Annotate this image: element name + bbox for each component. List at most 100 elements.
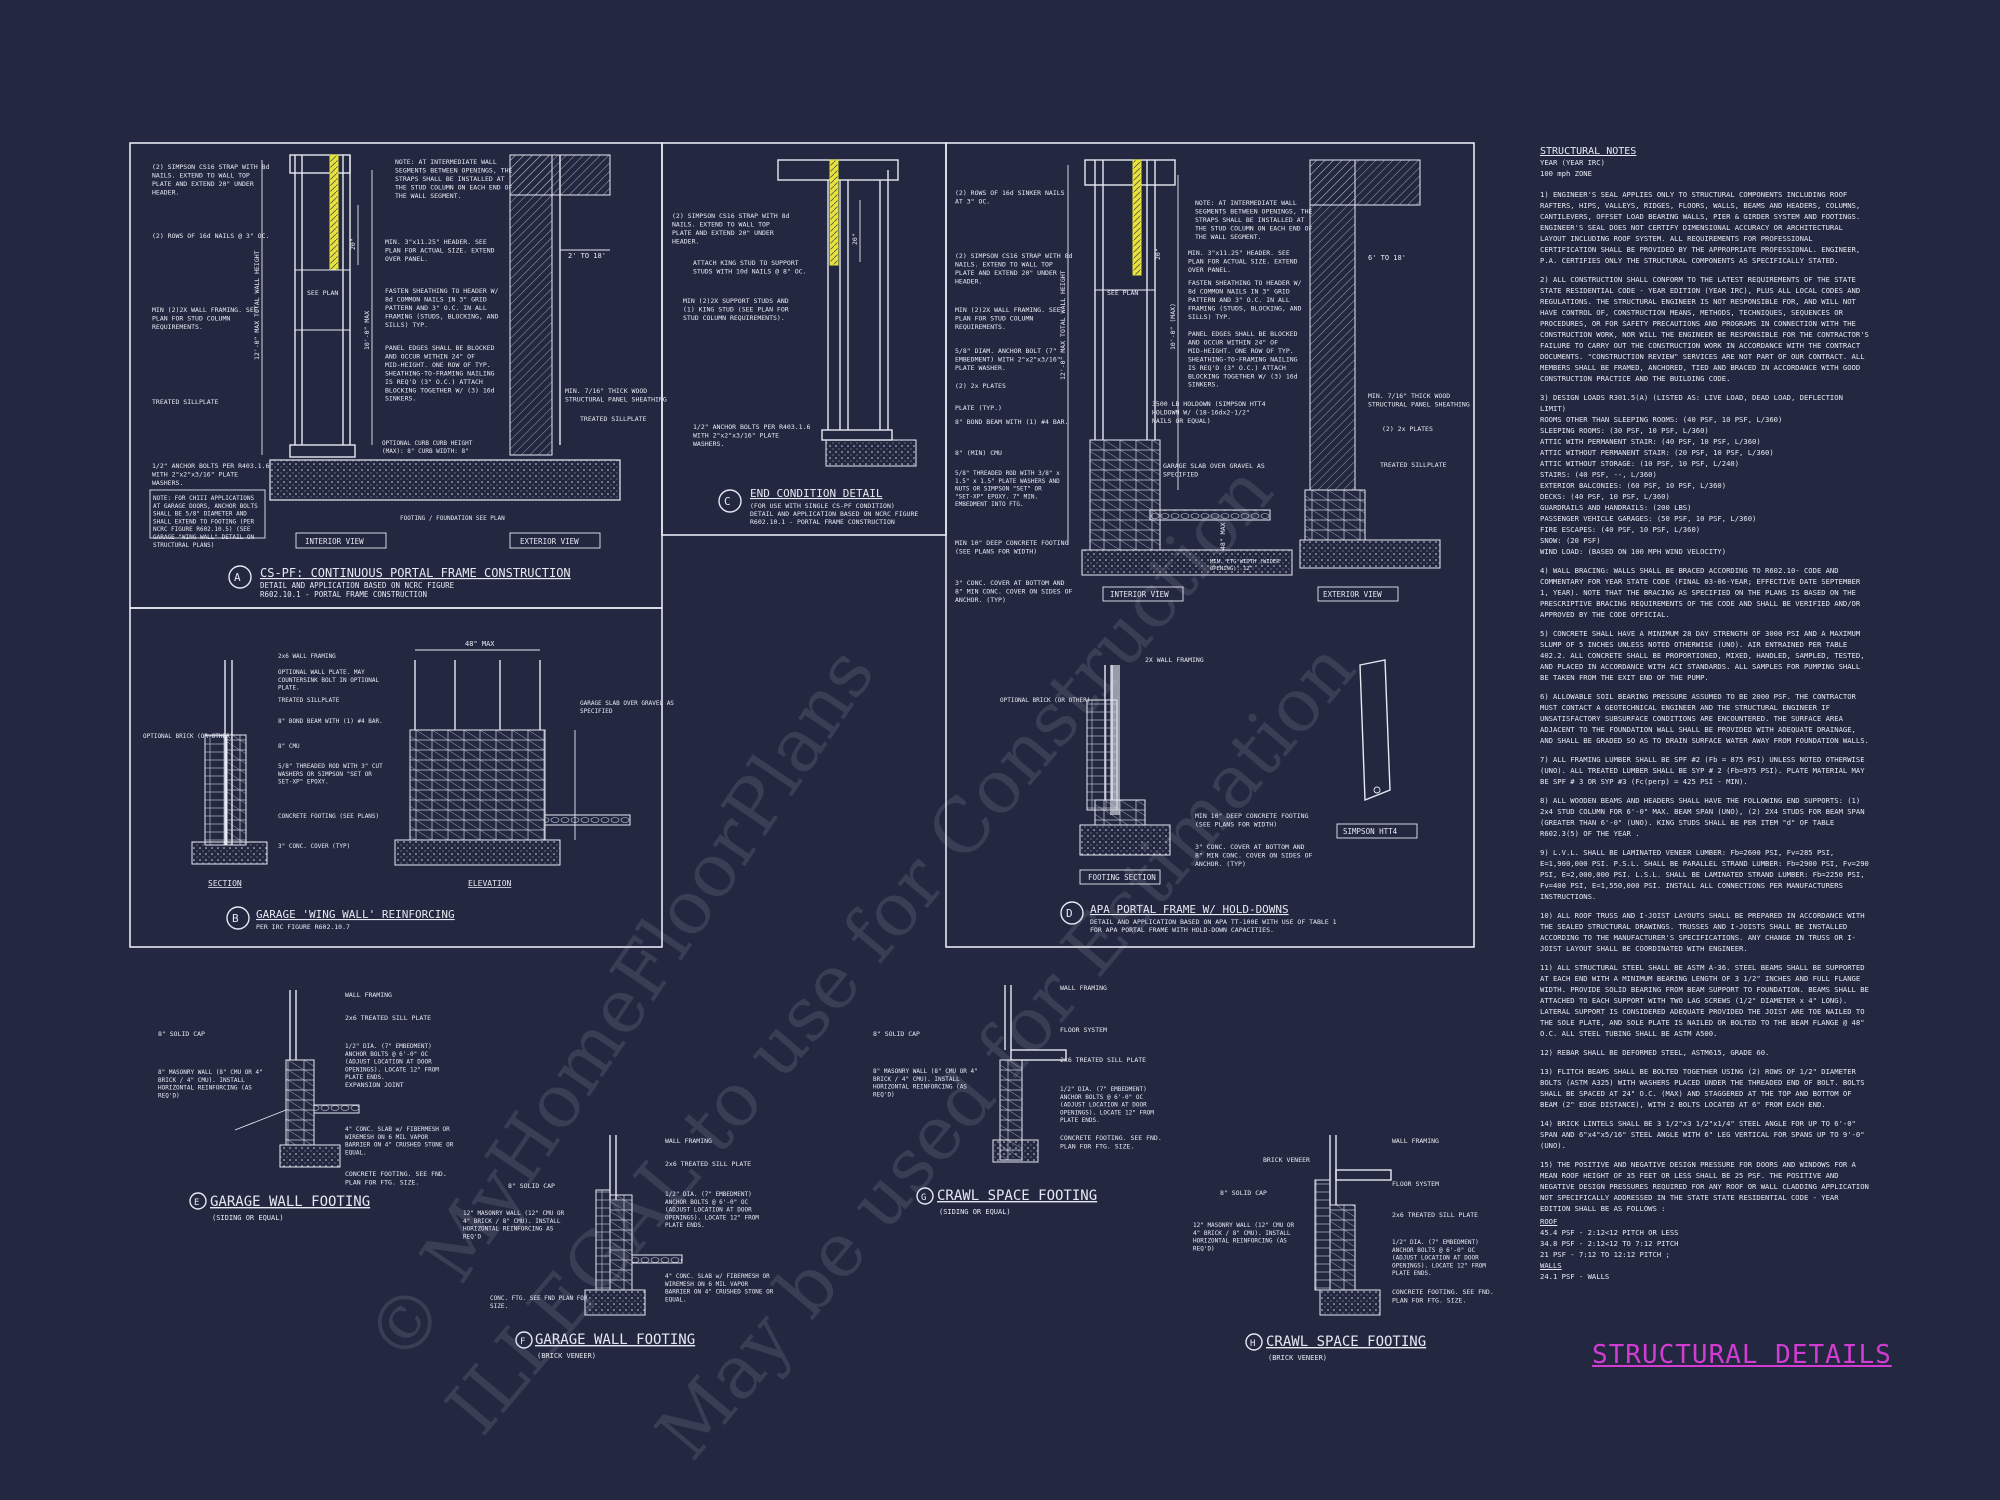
detail-c-dim-20in: 20" bbox=[851, 233, 859, 245]
detail-g-title: CRAWL SPACE FOOTING bbox=[937, 1188, 1097, 1204]
detail-e-note-2: 2x6 TREATED SILL PLATE bbox=[345, 1014, 431, 1022]
detail-g-note-5: CONCRETE FOOTING. SEE FND.PLAN FOR FTG. … bbox=[1060, 1134, 1162, 1150]
detail-b-drawing bbox=[191, 649, 631, 866]
detail-b-elevation-label: ELEVATION bbox=[468, 879, 512, 888]
note-item: 11) ALL STRUCTURAL STEEL SHALL BE ASTM A… bbox=[1540, 963, 1869, 1038]
detail-d-subtitle-2: FOR APA PORTAL FRAME WITH HOLD-DOWN CAPA… bbox=[1090, 926, 1274, 934]
detail-f-note-2: 2x6 TREATED SILL PLATE bbox=[665, 1160, 751, 1168]
detail-d-letter: D bbox=[1066, 907, 1073, 920]
pressure-line: 34.8 PSF - 2:12<12 TO 7:12 PITCH bbox=[1540, 1239, 1679, 1248]
detail-a-dim-20in: 20" bbox=[349, 238, 357, 250]
note-item: 15) THE POSITIVE AND NEGATIVE DESIGN PRE… bbox=[1540, 1160, 1869, 1213]
detail-h-drawing bbox=[1314, 1135, 1392, 1316]
detail-a-dim-10ft: 10'-0" MAX bbox=[363, 311, 371, 350]
pressure-line: 24.1 PSF - WALLS bbox=[1540, 1272, 1610, 1281]
note-item: 10) ALL ROOF TRUSS AND I-JOIST LAYOUTS S… bbox=[1540, 911, 1865, 953]
detail-a-interior-label: INTERIOR VIEW bbox=[305, 537, 364, 546]
detail-d-dim-width: 6' TO 18' bbox=[1368, 254, 1406, 262]
detail-c-title: END CONDITION DETAIL bbox=[750, 487, 883, 500]
detail-b-section-label: SECTION bbox=[208, 879, 242, 888]
detail-e-subtitle: (SIDING OR EQUAL) bbox=[212, 1214, 284, 1222]
detail-c-letter: C bbox=[724, 495, 731, 508]
structural-notes: STRUCTURAL NOTES YEAR (YEAR IRC) 100 mph… bbox=[1540, 146, 1870, 1282]
detail-a-dim-width: 2' TO 18' bbox=[568, 252, 606, 260]
detail-b-letter: B bbox=[232, 912, 239, 925]
detail-d-exterior-label: EXTERIOR VIEW bbox=[1323, 590, 1382, 599]
detail-g-subtitle: (SIDING OR EQUAL) bbox=[939, 1208, 1011, 1216]
detail-e-note-7: 8" SOLID CAP bbox=[158, 1030, 205, 1038]
detail-d-dim-20in: 20" bbox=[1154, 248, 1162, 260]
detail-d-footing-label: FOOTING SECTION bbox=[1088, 873, 1156, 882]
detail-b-note-9: OPTIONAL BRICK (OR OTHER) bbox=[143, 733, 233, 740]
detail-h-note-4: 2x6 TREATED SILL PLATE bbox=[1392, 1211, 1478, 1219]
detail-g-drawing bbox=[992, 985, 1067, 1163]
detail-b-title: GARAGE 'WING WALL' REINFORCING bbox=[256, 908, 455, 921]
detail-e-note-3: 1/2" DIA. (7" EMBEDMENT)ANCHOR BOLTS @ 6… bbox=[345, 1043, 439, 1081]
detail-d-title: APA PORTAL FRAME W/ HOLD-DOWNS bbox=[1090, 903, 1289, 916]
detail-d-note-21: 2X WALL FRAMING bbox=[1145, 656, 1204, 664]
panel-frame-d bbox=[945, 142, 1475, 948]
detail-d-note-4: 5/8" DIAM. ANCHOR BOLT (7"EMBEDMENT) WIT… bbox=[955, 347, 1061, 372]
detail-a-drawing bbox=[149, 154, 621, 549]
detail-f-drawing bbox=[584, 1135, 683, 1316]
detail-d-note-20: TREATED SILLPLATE bbox=[1380, 461, 1447, 469]
note-item: 2) ALL CONSTRUCTION SHALL CONFORM TO THE… bbox=[1540, 275, 1869, 383]
detail-d-htt4-label: SIMPSON HTT4 bbox=[1343, 827, 1398, 836]
detail-h-title: CRAWL SPACE FOOTING bbox=[1266, 1334, 1426, 1350]
detail-a-note-13: OPTIONAL CURB CURB HEIGHT(MAX): 8" CURB … bbox=[382, 440, 473, 455]
detail-h-note-2: WALL FRAMING bbox=[1392, 1137, 1439, 1145]
detail-d-drawing bbox=[1067, 159, 1441, 885]
detail-e-note-1: WALL FRAMING bbox=[345, 991, 392, 999]
detail-e-note-4: EXPANSION JOINT bbox=[345, 1081, 404, 1089]
detail-b-note-4: 8" BOND BEAM WITH (1) #4 BAR. bbox=[278, 718, 383, 725]
detail-d-interior-label: INTERIOR VIEW bbox=[1110, 590, 1169, 599]
detail-b-subtitle: PER IRC FIGURE R602.10.7 bbox=[256, 923, 350, 931]
detail-b-note-3: TREATED SILLPLATE bbox=[278, 697, 340, 704]
detail-b-note-1: 2x6 WALL FRAMING bbox=[278, 653, 336, 660]
detail-f-note-3: 1/2" DIA. (7" EMBEDMENT)ANCHOR BOLTS @ 6… bbox=[665, 1191, 759, 1229]
detail-f-note-5: 8" SOLID CAP bbox=[508, 1182, 555, 1190]
sheet-title: STRUCTURAL DETAILS bbox=[1592, 1340, 1892, 1370]
detail-g-note-2: FLOOR SYSTEM bbox=[1060, 1026, 1107, 1034]
detail-f-subtitle: (BRICK VENEER) bbox=[537, 1352, 596, 1360]
detail-a-subtitle-2: R602.10.1 - PORTAL FRAME CONSTRUCTION bbox=[260, 590, 427, 599]
note-item: 9) L.V.L. SHALL BE LAMINATED VENEER LUMB… bbox=[1540, 848, 1869, 901]
notes-heading: STRUCTURAL NOTES bbox=[1540, 146, 1637, 157]
detail-e-drawing bbox=[234, 990, 360, 1168]
detail-g-note-7: 8" MASONRY WALL (8" CMU OR 4"BRICK / 4" … bbox=[873, 1068, 978, 1098]
detail-d-dim-height: 12'-0" MAX TOTAL WALL HEIGHT bbox=[1059, 270, 1067, 380]
pressure-line: 21 PSF - 7:12 TO 12:12 PITCH ; bbox=[1540, 1250, 1670, 1259]
detail-d-note-14: FASTEN SHEATHING TO HEADER W/8d COMMON N… bbox=[1188, 279, 1302, 321]
detail-d-subtitle-1: DETAIL AND APPLICATION BASED ON APA TT-1… bbox=[1090, 918, 1337, 926]
detail-d-note-8: 8" (MIN) CMU bbox=[955, 449, 1002, 457]
detail-a-note-9: FASTEN SHEATHING TO HEADER W/8d COMMON N… bbox=[385, 287, 499, 329]
notes-year: YEAR (YEAR IRC) bbox=[1540, 158, 1605, 167]
pressure-line: 45.4 PSF - 2:12<12 PITCH OR LESS bbox=[1540, 1228, 1679, 1237]
detail-h-note-6: CONCRETE FOOTING. SEE FND.PLAN FOR FTG. … bbox=[1392, 1288, 1494, 1304]
detail-c-drawing bbox=[777, 159, 917, 467]
detail-c-subtitle-3: R602.10.1 - PORTAL FRAME CONSTRUCTION bbox=[750, 518, 895, 526]
detail-h-subtitle: (BRICK VENEER) bbox=[1268, 1354, 1327, 1362]
panel-frame-b bbox=[129, 607, 663, 948]
note-item: 3) DESIGN LOADS R301.5(A) (LISTED AS: LI… bbox=[1540, 393, 1843, 556]
detail-d-note-5: (2) 2x PLATES bbox=[955, 382, 1006, 390]
detail-e-title: GARAGE WALL FOOTING bbox=[210, 1194, 370, 1210]
detail-h-note-1: BRICK VENEER bbox=[1263, 1156, 1310, 1164]
note-item: 12) REBAR SHALL BE DEFORMED STEEL, ASTM6… bbox=[1540, 1048, 1770, 1057]
